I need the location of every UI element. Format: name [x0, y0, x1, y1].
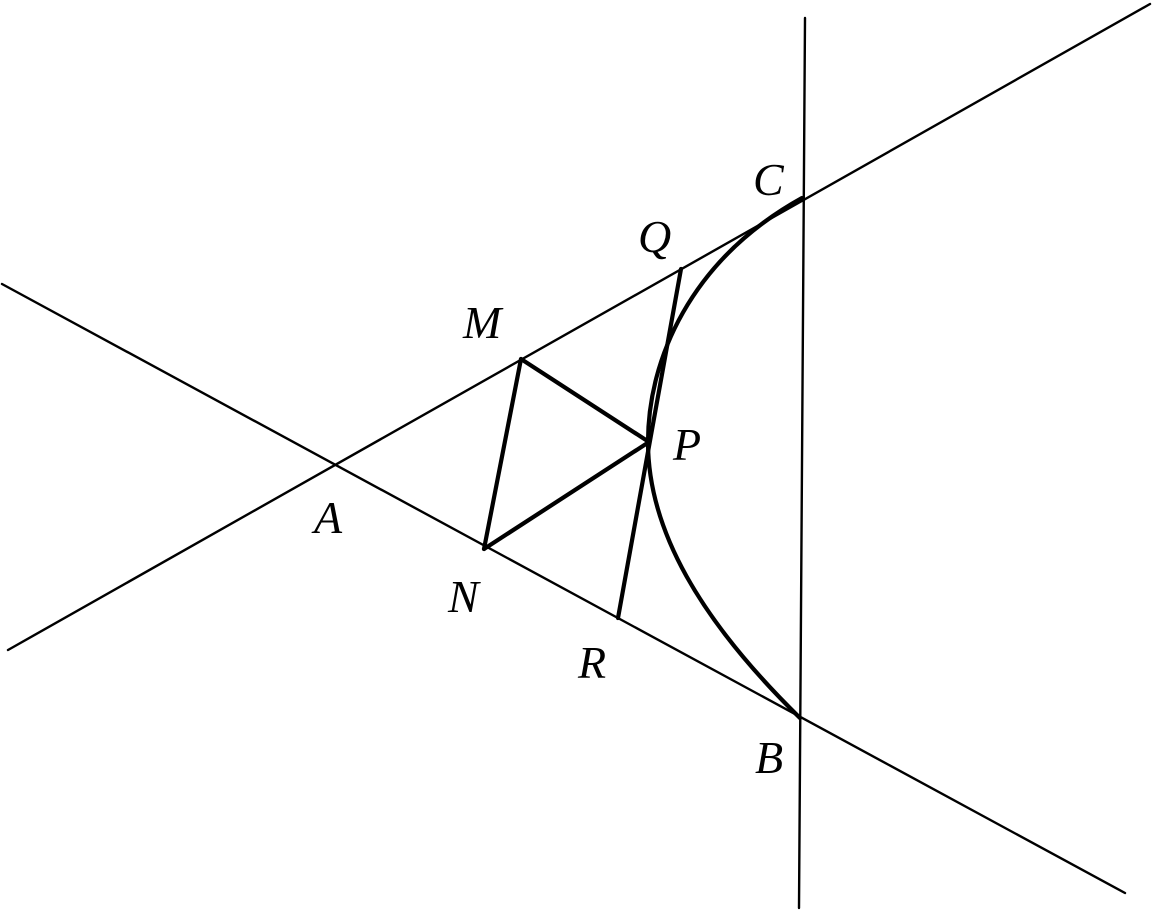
- label-a: A: [311, 492, 343, 543]
- line-cb: [797, 16, 807, 910]
- segment-m-p-n: [481, 356, 652, 552]
- label-q: Q: [638, 211, 671, 262]
- line-ac: [6, 2, 1152, 652]
- line-ab: [0, 282, 1127, 895]
- label-c: C: [753, 154, 785, 205]
- segment-mn: [481, 356, 524, 552]
- label-p: P: [672, 419, 701, 470]
- label-b: B: [755, 732, 783, 783]
- label-r: R: [577, 637, 606, 688]
- label-n: N: [447, 571, 481, 622]
- label-m: M: [462, 297, 504, 348]
